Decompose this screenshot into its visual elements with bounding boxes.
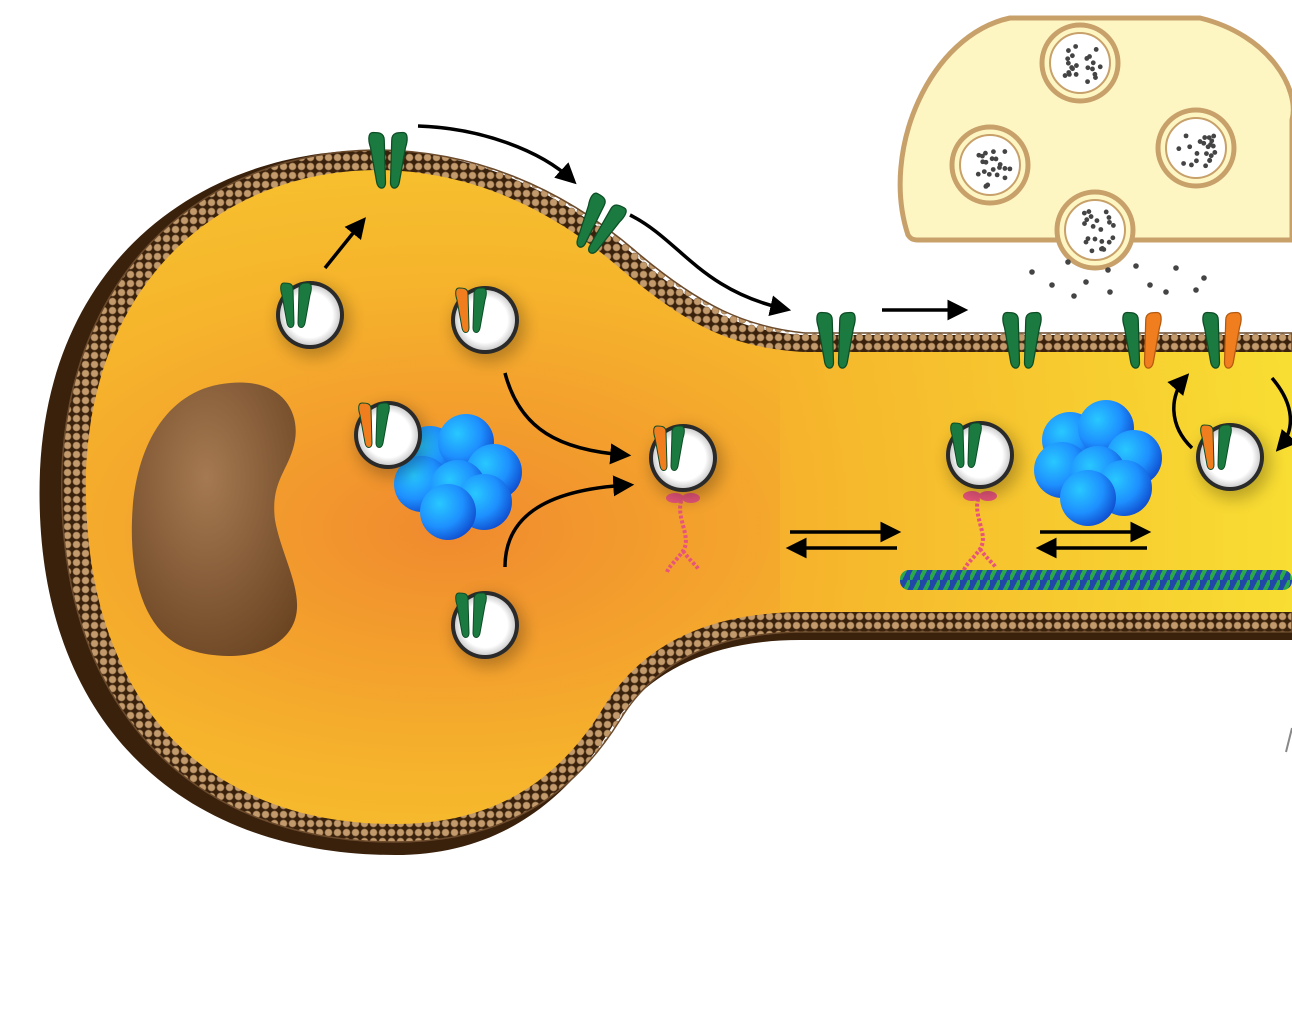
equilibrium-arrows-icon bbox=[1035, 521, 1152, 559]
synaptic-vesicle-icon bbox=[949, 124, 1031, 206]
vesicle-icon bbox=[649, 424, 723, 500]
arrow-surface-lateral-1 bbox=[417, 124, 577, 185]
arrow-merge-bottom bbox=[503, 475, 635, 568]
receptor-icon bbox=[1002, 311, 1042, 369]
receptor-vesicles bbox=[276, 281, 1270, 667]
receptor-icon bbox=[368, 131, 408, 189]
arrow-vesicle-to-surface bbox=[323, 217, 366, 270]
synaptic-vesicle-icon bbox=[1155, 107, 1237, 189]
vesicle-icon bbox=[451, 591, 525, 667]
vesicle-icon bbox=[451, 286, 525, 362]
receptor-icon bbox=[455, 592, 487, 638]
transport-arrows bbox=[323, 124, 1292, 568]
arrow-merge-top bbox=[503, 372, 632, 465]
nucleus-icon bbox=[131, 382, 298, 656]
edge-fragment bbox=[1285, 727, 1292, 753]
receptor-icon bbox=[280, 282, 312, 328]
proteasome-icon bbox=[1034, 400, 1162, 526]
equilibrium-arrows-icon bbox=[785, 521, 902, 559]
synaptic-vesicles bbox=[949, 22, 1237, 271]
actin-filament-icon bbox=[900, 570, 1292, 590]
receptor-icon bbox=[950, 422, 982, 468]
receptor-icon bbox=[358, 402, 390, 448]
vesicle-icon bbox=[1196, 423, 1270, 499]
receptor-icon bbox=[816, 311, 856, 369]
arrow-recycle-down bbox=[1270, 376, 1292, 452]
synaptic-vesicle-icon bbox=[1054, 189, 1136, 271]
neurotransmitter-release bbox=[1029, 259, 1207, 299]
receptor-icon bbox=[1200, 424, 1232, 470]
receptor-icon bbox=[1202, 311, 1242, 369]
vesicle-icon bbox=[354, 401, 428, 477]
arrow-recycle-up bbox=[1167, 373, 1194, 450]
vesicle-icon bbox=[946, 421, 1020, 497]
receptor-icon bbox=[455, 287, 487, 333]
receptor-icon bbox=[576, 192, 627, 254]
receptor-icon bbox=[653, 425, 685, 471]
vesicle-icon bbox=[276, 281, 350, 357]
surface-receptors bbox=[368, 131, 1242, 369]
proteasomes bbox=[394, 400, 1162, 540]
arrow-surface-lateral-2 bbox=[629, 213, 792, 317]
synaptic-vesicle-icon bbox=[1039, 22, 1121, 104]
receptor-icon bbox=[1122, 311, 1162, 369]
